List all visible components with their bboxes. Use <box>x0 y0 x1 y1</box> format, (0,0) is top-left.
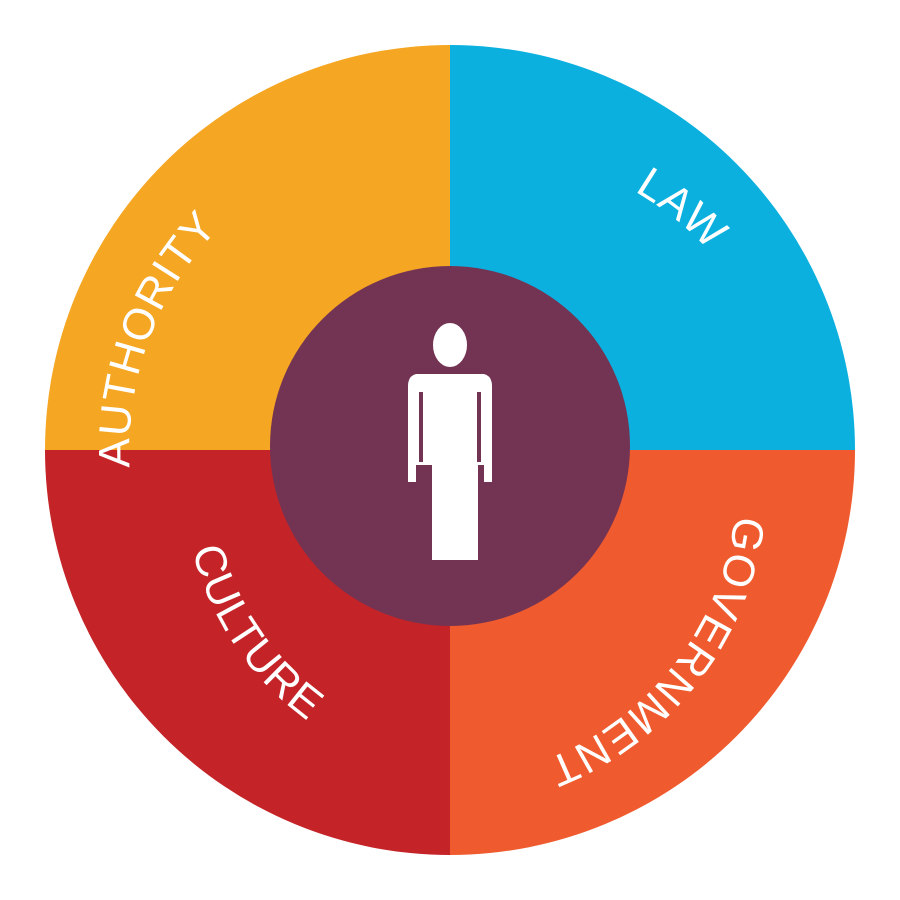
person-icon <box>408 323 492 560</box>
arm-gap-right <box>477 392 481 462</box>
arm-gap-left <box>419 392 423 462</box>
